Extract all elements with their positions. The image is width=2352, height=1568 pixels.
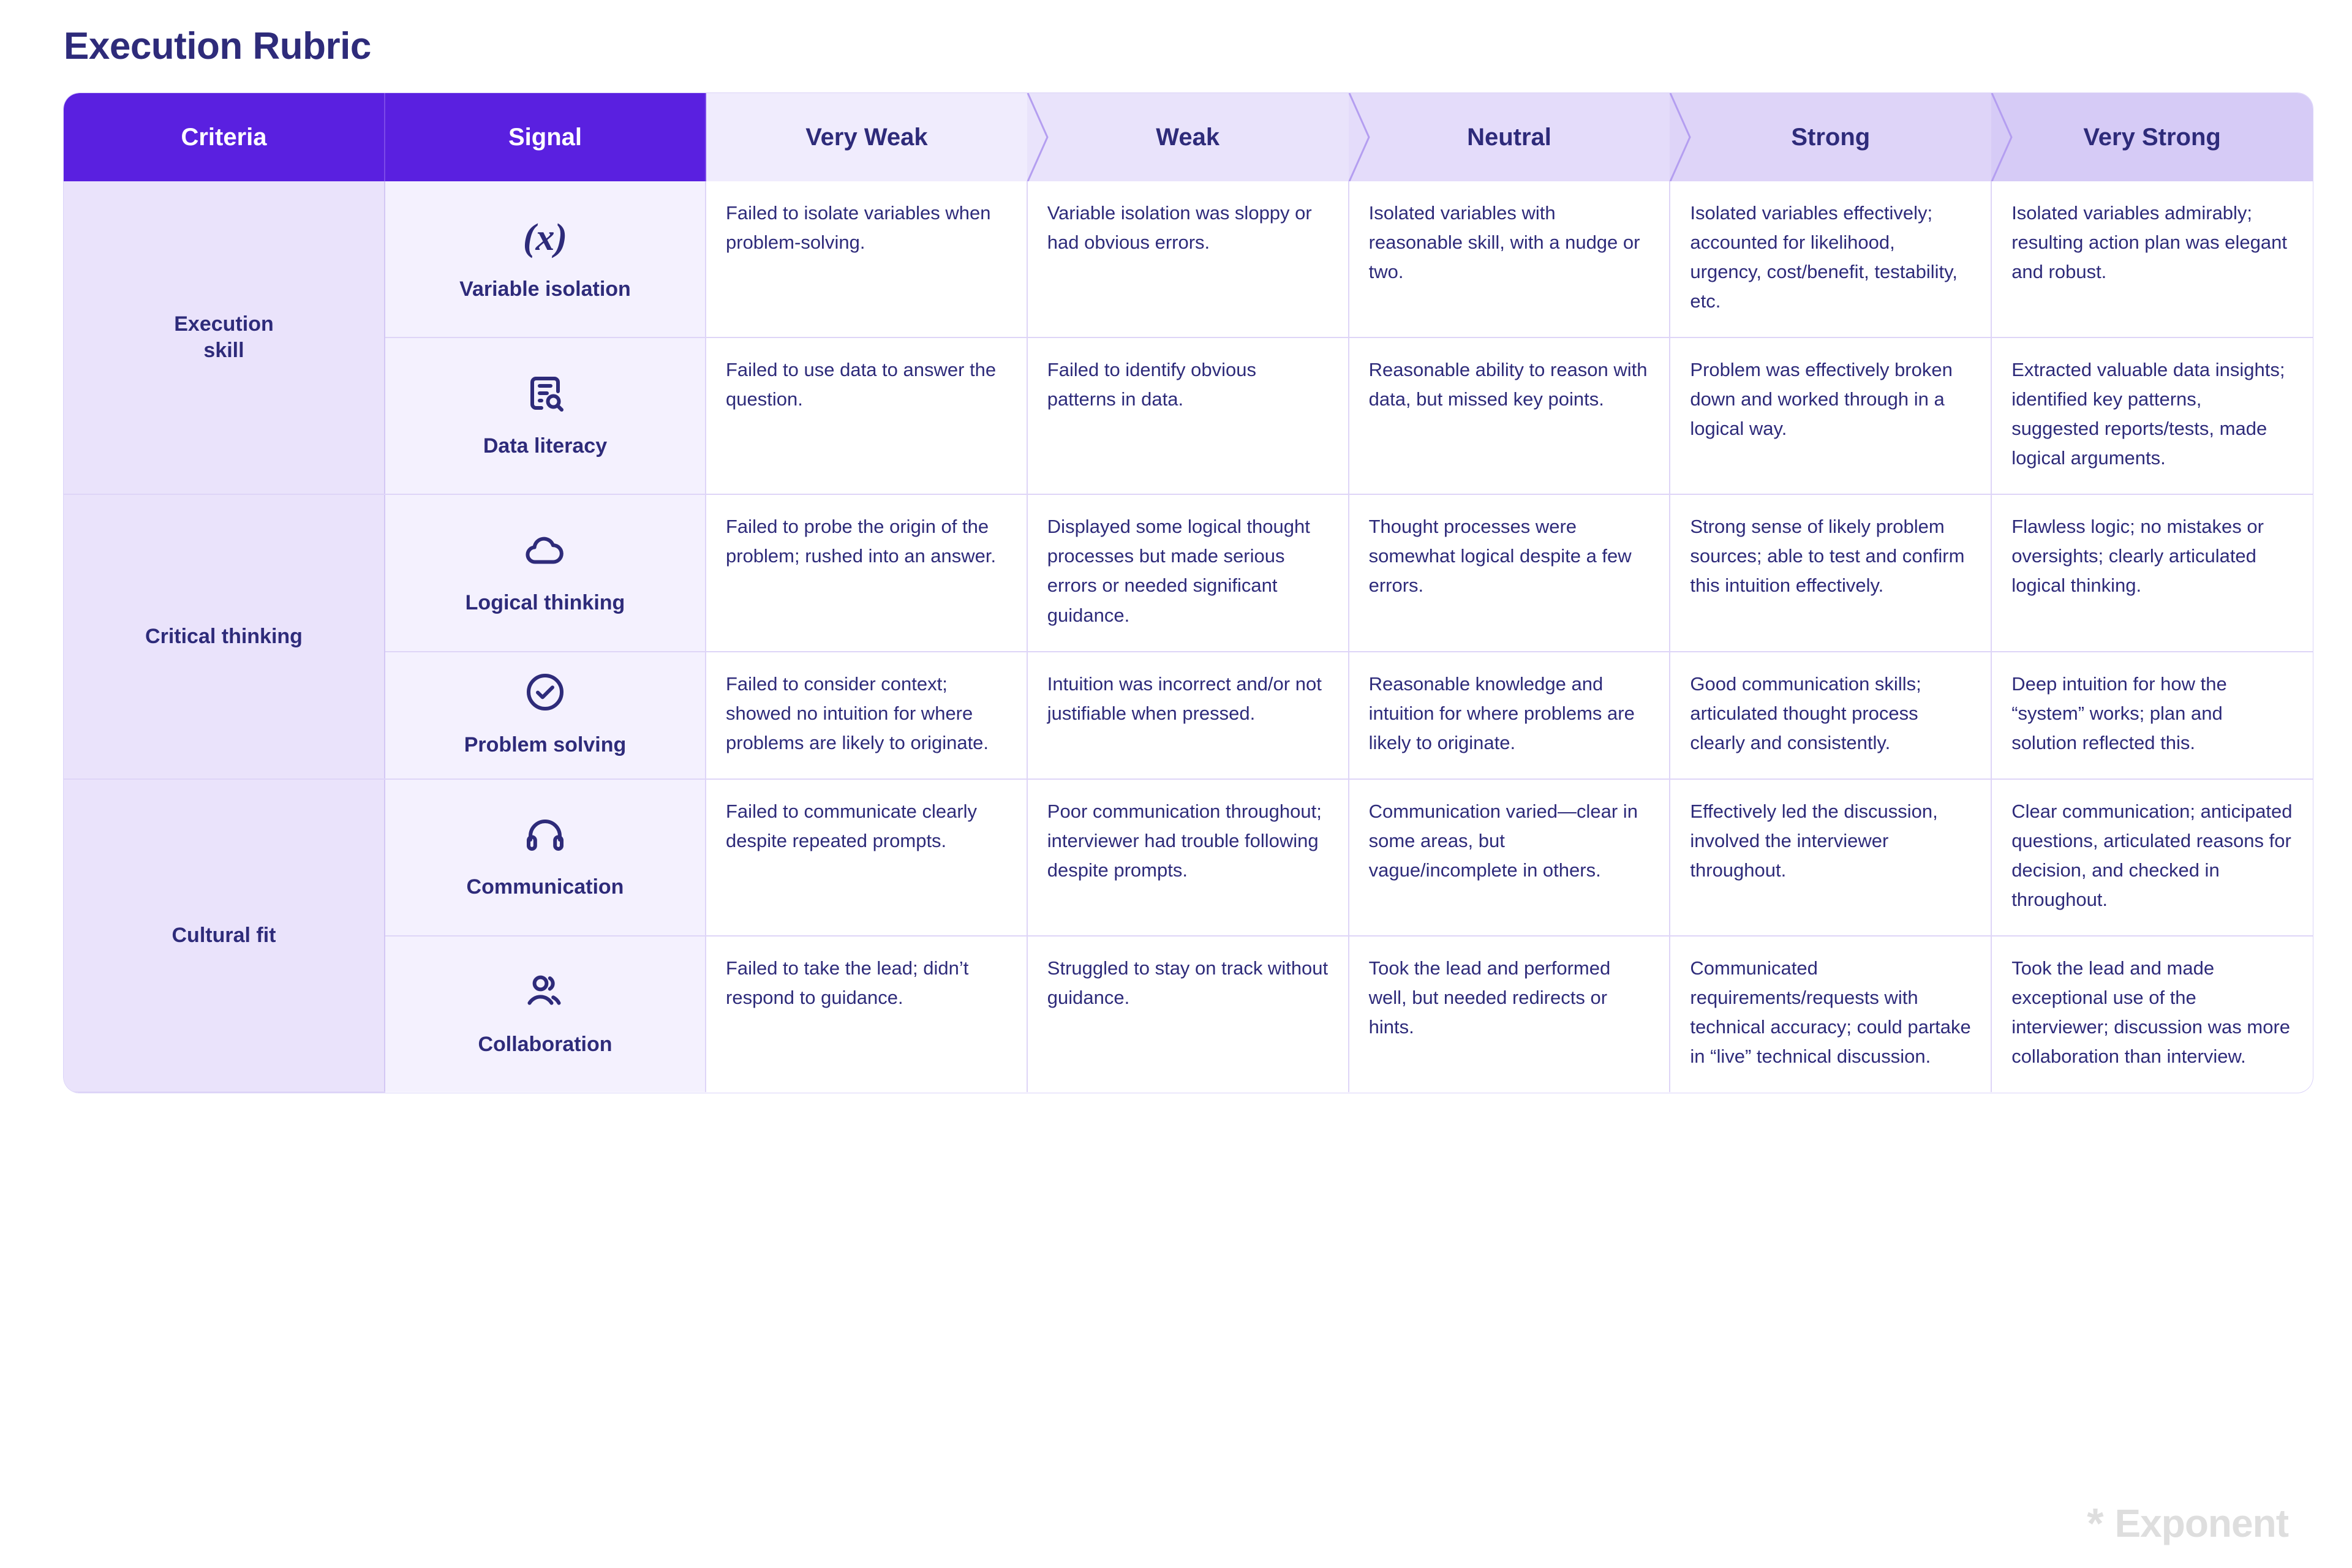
table-row: Cultural fit Communication Failed to c xyxy=(64,778,2313,1093)
cloud-icon xyxy=(398,528,693,575)
cell-very-strong: Flawless logic; no mistakes or oversight… xyxy=(1991,494,2313,652)
criteria-group-label: Critical thinking xyxy=(145,624,303,648)
signal-label: Logical thinking xyxy=(465,591,625,615)
criteria-group-cultural-fit: Cultural fit xyxy=(64,778,385,1093)
criteria-group-label: Cultural fit xyxy=(172,923,276,947)
header-level-label: Neutral xyxy=(1467,123,1551,151)
chevron-right-divider-icon xyxy=(1027,93,1049,181)
cell-neutral: Communication varied—clear in some areas… xyxy=(1348,778,1671,937)
header-level-strong: Strong xyxy=(1670,93,1992,181)
cell-very-weak: Failed to probe the origin of the proble… xyxy=(706,494,1028,652)
cell-weak: Poor communication throughout; interview… xyxy=(1027,778,1349,937)
header-row: Criteria Signal Very Weak Weak xyxy=(64,93,2313,181)
cell-very-weak: Failed to take the lead; didn’t respond … xyxy=(706,935,1028,1093)
table-row: Collaboration Failed to take the lead; d… xyxy=(64,935,2313,1093)
header-level-very-weak: Very Weak xyxy=(706,93,1027,181)
header-level-label: Very Weak xyxy=(805,123,928,151)
criteria-group-critical-thinking: Critical thinking xyxy=(64,494,385,780)
chevron-right-divider-icon xyxy=(1991,93,2013,181)
signal-label: Communication xyxy=(466,875,624,899)
cell-very-strong: Extracted valuable data insights; identi… xyxy=(1991,337,2313,496)
exponent-logo: * Exponent xyxy=(2087,1499,2289,1547)
chevron-right-divider-icon xyxy=(1670,93,1692,181)
signal-cell-collaboration: Collaboration xyxy=(385,935,706,1093)
cell-weak: Displayed some logical thought processes… xyxy=(1027,494,1349,652)
chevron-right-divider-icon xyxy=(1348,93,1370,181)
brand-wordmark: Exponent xyxy=(2114,1501,2289,1545)
table-header: Criteria Signal Very Weak Weak xyxy=(64,93,2313,181)
check-circle-icon xyxy=(398,670,693,717)
cell-strong: Strong sense of likely problem sources; … xyxy=(1670,494,1992,652)
cell-neutral: Thought processes were somewhat logical … xyxy=(1348,494,1671,652)
cell-very-strong: Deep intuition for how the “system” work… xyxy=(1991,651,2313,780)
table-row: Problem solving Failed to consider conte… xyxy=(64,651,2313,780)
header-level-weak: Weak xyxy=(1027,93,1349,181)
signal-cell-logical-thinking: Logical thinking xyxy=(385,494,706,652)
signal-label: Problem solving xyxy=(464,733,627,757)
header-level-label: Strong xyxy=(1791,123,1871,151)
header-level-label: Weak xyxy=(1156,123,1220,151)
cell-very-weak: Failed to use data to answer the questio… xyxy=(706,337,1028,496)
rubric-table: Criteria Signal Very Weak Weak xyxy=(64,93,2313,1093)
rubric-table-container: Criteria Signal Very Weak Weak xyxy=(64,93,2313,1093)
cell-very-weak: Failed to communicate clearly despite re… xyxy=(706,778,1028,937)
table-row: Data literacy Failed to use data to answ… xyxy=(64,337,2313,496)
cell-very-weak: Failed to isolate variables when problem… xyxy=(706,181,1028,339)
page-title: Execution Rubric xyxy=(64,25,371,67)
asterisk-icon: * xyxy=(2087,1499,2104,1547)
signal-cell-data-literacy: Data literacy xyxy=(385,337,706,496)
signal-cell-communication: Communication xyxy=(385,778,706,937)
signal-cell-problem-solving: Problem solving xyxy=(385,651,706,780)
header-level-label: Very Strong xyxy=(2083,123,2221,151)
people-icon xyxy=(398,970,693,1016)
document-search-icon xyxy=(398,371,693,418)
cell-very-strong: Clear communication; anticipated questio… xyxy=(1991,778,2313,937)
cell-very-weak: Failed to consider context; showed no in… xyxy=(706,651,1028,780)
table-row: Critical thinking Logical thinking Faile… xyxy=(64,494,2313,780)
cell-strong: Effectively led the discussion, involved… xyxy=(1670,778,1992,937)
cell-weak: Intuition was incorrect and/or not justi… xyxy=(1027,651,1349,780)
cell-very-strong: Took the lead and made exceptional use o… xyxy=(1991,935,2313,1093)
header-criteria: Criteria xyxy=(64,93,385,181)
signal-label: Data literacy xyxy=(483,434,608,458)
cell-neutral: Reasonable ability to reason with data, … xyxy=(1348,337,1671,496)
cell-strong: Isolated variables effectively; accounte… xyxy=(1670,181,1992,339)
signal-label: Collaboration xyxy=(478,1032,612,1056)
cell-very-strong: Isolated variables admirably; resulting … xyxy=(1991,181,2313,339)
headphones-icon xyxy=(398,812,693,859)
cell-strong: Good communication skills; articulated t… xyxy=(1670,651,1992,780)
cell-neutral: Isolated variables with reasonable skill… xyxy=(1348,181,1671,339)
header-level-neutral: Neutral xyxy=(1348,93,1670,181)
cell-weak: Struggled to stay on track without guida… xyxy=(1027,935,1349,1093)
variable-x-glyph: (x) xyxy=(522,216,568,258)
header-level-very-strong: Very Strong xyxy=(1991,93,2313,181)
variable-x-icon: (x) xyxy=(398,214,693,261)
signal-label: Variable isolation xyxy=(459,277,631,301)
cell-neutral: Took the lead and performed well, but ne… xyxy=(1348,935,1671,1093)
cell-weak: Failed to identify obvious patterns in d… xyxy=(1027,337,1349,496)
cell-neutral: Reasonable knowledge and intuition for w… xyxy=(1348,651,1671,780)
header-signal: Signal xyxy=(385,93,706,181)
cell-strong: Problem was effectively broken down and … xyxy=(1670,337,1992,496)
cell-weak: Variable isolation was sloppy or had obv… xyxy=(1027,181,1349,339)
cell-strong: Communicated requirements/requests with … xyxy=(1670,935,1992,1093)
signal-cell-variable-isolation: (x) Variable isolation xyxy=(385,181,706,339)
